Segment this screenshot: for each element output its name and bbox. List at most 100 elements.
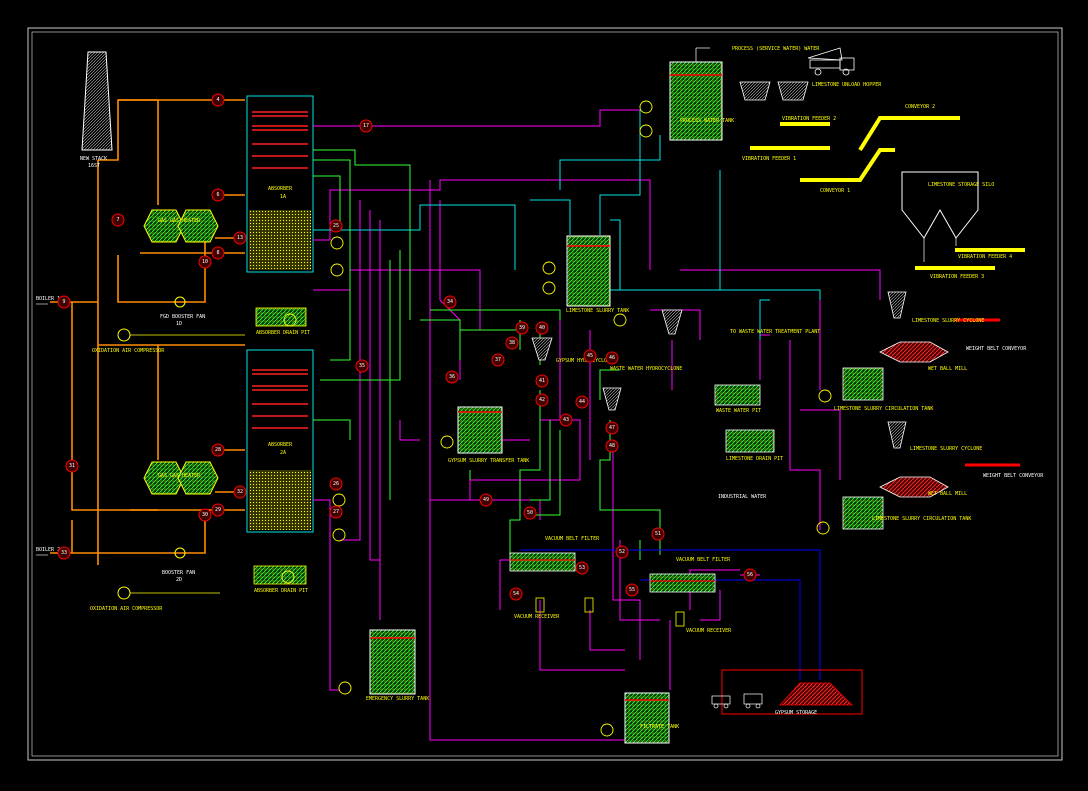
waste-plant-label: TO WASTE WATER TREATMENT PLANT <box>730 329 820 335</box>
tag-bubble-number: 55 <box>629 587 635 593</box>
silo-label: LIMESTONE STORAGE SILO <box>928 182 994 188</box>
compressor-1-label: OXIDATION AIR COMPRESSOR <box>92 348 165 354</box>
vib-feeder-2-label: VIBRATION FEEDER 2 <box>782 116 836 122</box>
tag-bubble-number: 6 <box>216 192 219 198</box>
industrial-water-label: INDUSTRIAL WATER <box>718 494 767 500</box>
conveyor-1-label: CONVEYOR 1 <box>820 188 850 194</box>
tag-bubble <box>65 459 79 473</box>
tag-bubble <box>605 421 619 435</box>
tag-bubble-number: 7 <box>116 217 119 223</box>
oxidation-compressor-2: OXIDATION AIR COMPRESSOR <box>90 586 220 612</box>
emergency-slurry-tank: EMERGENCY SLURRY TANK <box>366 629 429 702</box>
gypsum-hydrocyclone: GYPSUM HYDROCYCLONE <box>531 337 613 364</box>
tag-bubble <box>743 568 757 582</box>
fan-2-label: BOOSTER FAN <box>162 570 195 576</box>
tag-bubble <box>535 393 549 407</box>
tag-bubble-number: 40 <box>539 325 545 331</box>
vacuum-filter-2-label: VACUUM BELT FILTER <box>676 557 731 563</box>
tag-bubble-number: 49 <box>483 497 489 503</box>
absorber-1-label: ABSORBER <box>268 186 293 192</box>
fan-1-tag: 1D <box>176 321 182 327</box>
tag-bubble-number: 51 <box>655 531 661 537</box>
tag-bubble <box>491 353 505 367</box>
limestone-slurry-tank-label: LIMESTONE SLURRY TANK <box>566 308 629 314</box>
wet-ball-mill-2-label: WET BALL MILL <box>928 491 967 497</box>
tag-bubble <box>505 336 519 350</box>
process-water-tank: PROCESS WATER TANK PROCESS (SERVICE WATE… <box>669 46 820 141</box>
tag-bubble-number: 46 <box>609 355 615 361</box>
waste-water-area: TO WASTE WATER TREATMENT PLANT WASTE WAT… <box>714 329 820 462</box>
tag-bubble-number: 44 <box>579 399 585 405</box>
tag-bubble <box>651 527 665 541</box>
tag-bubble-number: 33 <box>61 550 67 556</box>
tag-bubble-number: 4 <box>216 97 219 103</box>
tag-bubble <box>515 321 529 335</box>
tag-bubble-number: 37 <box>495 357 501 363</box>
weight-belt-2-label: WEIGHT BELT CONVEYOR <box>983 473 1044 479</box>
gas-gas-heater-2: GAS GAS HEATER <box>143 461 219 495</box>
gas-heater-1-label: GAS GAS HEATER <box>158 218 201 224</box>
truck-icon <box>807 47 855 76</box>
vacuum-belt-filter-2: VACUUM BELT FILTER <box>649 557 731 593</box>
vib-feeder-4-label: VIBRATION FEEDER 4 <box>958 254 1012 260</box>
tag-bubble-number: 45 <box>587 353 593 359</box>
booster-fan-1: FGD BOOSTER FAN 1D <box>160 296 205 327</box>
tag-bubble <box>198 508 212 522</box>
tag-bubble <box>355 359 369 373</box>
limestone-storage-silo: LIMESTONE STORAGE SILO <box>901 171 994 262</box>
tag-bubble-number: 47 <box>609 425 615 431</box>
vacuum-receiver-1-label: VACUUM RECEIVER <box>514 614 560 620</box>
tag-bubble <box>559 413 573 427</box>
tag-bubble <box>211 93 225 107</box>
limestone-drain-pit-label: LIMESTONE DRAIN PIT <box>726 456 783 462</box>
filtrate-tank-label: FILTRATE TANK <box>640 724 679 730</box>
tag-bubble <box>535 374 549 388</box>
gypsum-storage: GYPSUM STORAGE <box>711 669 863 716</box>
gypsum-storage-label: GYPSUM STORAGE <box>775 710 817 716</box>
tag-bubble-number: 43 <box>563 417 569 423</box>
slurry-lines <box>313 109 881 741</box>
circ-tank-2-label: LIMESTONE SLURRY CIRCULATION TANK <box>872 516 971 522</box>
tag-bubble <box>111 213 125 227</box>
tag-bubble <box>479 493 493 507</box>
tag-bubble-number: 34 <box>447 299 453 305</box>
conveyor-belts: VIBRATION FEEDER 2 VIBRATION FEEDER 1 CO… <box>742 104 1025 467</box>
cyclone-2-label: LIMESTONE SLURRY CYCLONE <box>910 446 982 452</box>
gas-heater-2-label: GAS GAS HEATER <box>158 473 201 479</box>
tag-bubble-number: 52 <box>619 549 625 555</box>
gypsum-transfer-tank-label: GYPSUM SLURRY TRANSFER TANK <box>448 458 529 464</box>
limestone-grinding-1: LIMESTONE SLURRY CYCLONE WET BALL MILL L… <box>834 291 1027 412</box>
tag-bubble-number: 54 <box>513 591 519 597</box>
weight-belt-1-label: WEIGHT BELT CONVEYOR <box>966 346 1027 352</box>
tag-bubble-number: 56 <box>747 572 753 578</box>
tag-bubble <box>535 321 549 335</box>
vacuum-receivers: VACUUM RECEIVER VACUUM RECEIVER <box>514 597 732 634</box>
vib-feeder-3-label: VIBRATION FEEDER 3 <box>930 274 984 280</box>
tag-bubble-number: 50 <box>527 510 533 516</box>
tag-bubble-number: 29 <box>215 507 221 513</box>
stack-label: NEW STACK <box>80 156 107 162</box>
waste-pit-label: WASTE WATER PIT <box>716 408 761 414</box>
hopper-label: LIMESTONE UNLOAD HOPPER <box>812 82 882 88</box>
tag-bubble <box>625 583 639 597</box>
tag-bubble-number: 30 <box>202 512 208 518</box>
tag-bubble <box>211 246 225 260</box>
tag-bubble <box>211 503 225 517</box>
tag-bubble-number: 38 <box>509 340 515 346</box>
boiler-1-label: BOILER 1 <box>36 296 60 302</box>
tag-bubble-number: 8 <box>216 250 219 256</box>
absorber-1-tag: 1A <box>280 194 286 200</box>
tag-bubble-number: 26 <box>333 481 339 487</box>
booster-fan-2: BOOSTER FAN 2D <box>162 547 195 583</box>
tag-bubble <box>575 561 589 575</box>
vib-feeder-1-label: VIBRATION FEEDER 1 <box>742 156 796 162</box>
tag-bubble <box>329 505 343 519</box>
stack-tag: 16ST <box>88 163 100 169</box>
tag-bubble-number: 42 <box>539 397 545 403</box>
tag-bubble <box>57 295 71 309</box>
drawing-border-outer <box>27 27 1063 761</box>
process-water-tank-label: PROCESS WATER TANK <box>680 118 734 124</box>
filtrate-tank: FILTRATE TANK <box>624 692 679 744</box>
